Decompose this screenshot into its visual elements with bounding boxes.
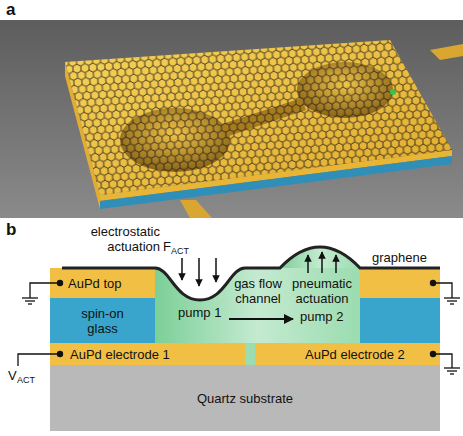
force-label: electrostatic actuation	[65, 224, 160, 254]
layer-name: spin-on glass	[72, 306, 134, 336]
layer-name: AuPd electrode 1	[70, 347, 170, 362]
channel-label: gas flow channel	[225, 276, 291, 306]
bottom-electrode: AuPd electrode 1	[50, 343, 245, 365]
bottom-electrode: AuPd electrode 2	[255, 343, 440, 365]
force-subscript: ACT	[171, 246, 189, 256]
voltage-subscript: ACT	[17, 375, 35, 385]
panel-letter: b	[6, 222, 16, 237]
material-label: graphene	[372, 250, 427, 265]
pump-label: pump 2	[300, 309, 343, 324]
pump-label: pump 1	[178, 305, 221, 320]
insulator-layer: spin-on glass	[50, 298, 155, 343]
layer-name: Quartz substrate	[197, 391, 293, 406]
substrate-layer: Quartz substrate	[50, 365, 440, 431]
panel-letter: a	[6, 2, 15, 17]
layer-name: AuPd electrode 2	[305, 347, 405, 362]
actuation-label: pneumatic actuation	[286, 276, 358, 306]
voltage-symbol: V	[8, 368, 17, 383]
metal-layer: AuPd top	[50, 268, 155, 298]
layer-name: AuPd top	[68, 276, 122, 291]
force-symbol: F	[163, 239, 171, 254]
